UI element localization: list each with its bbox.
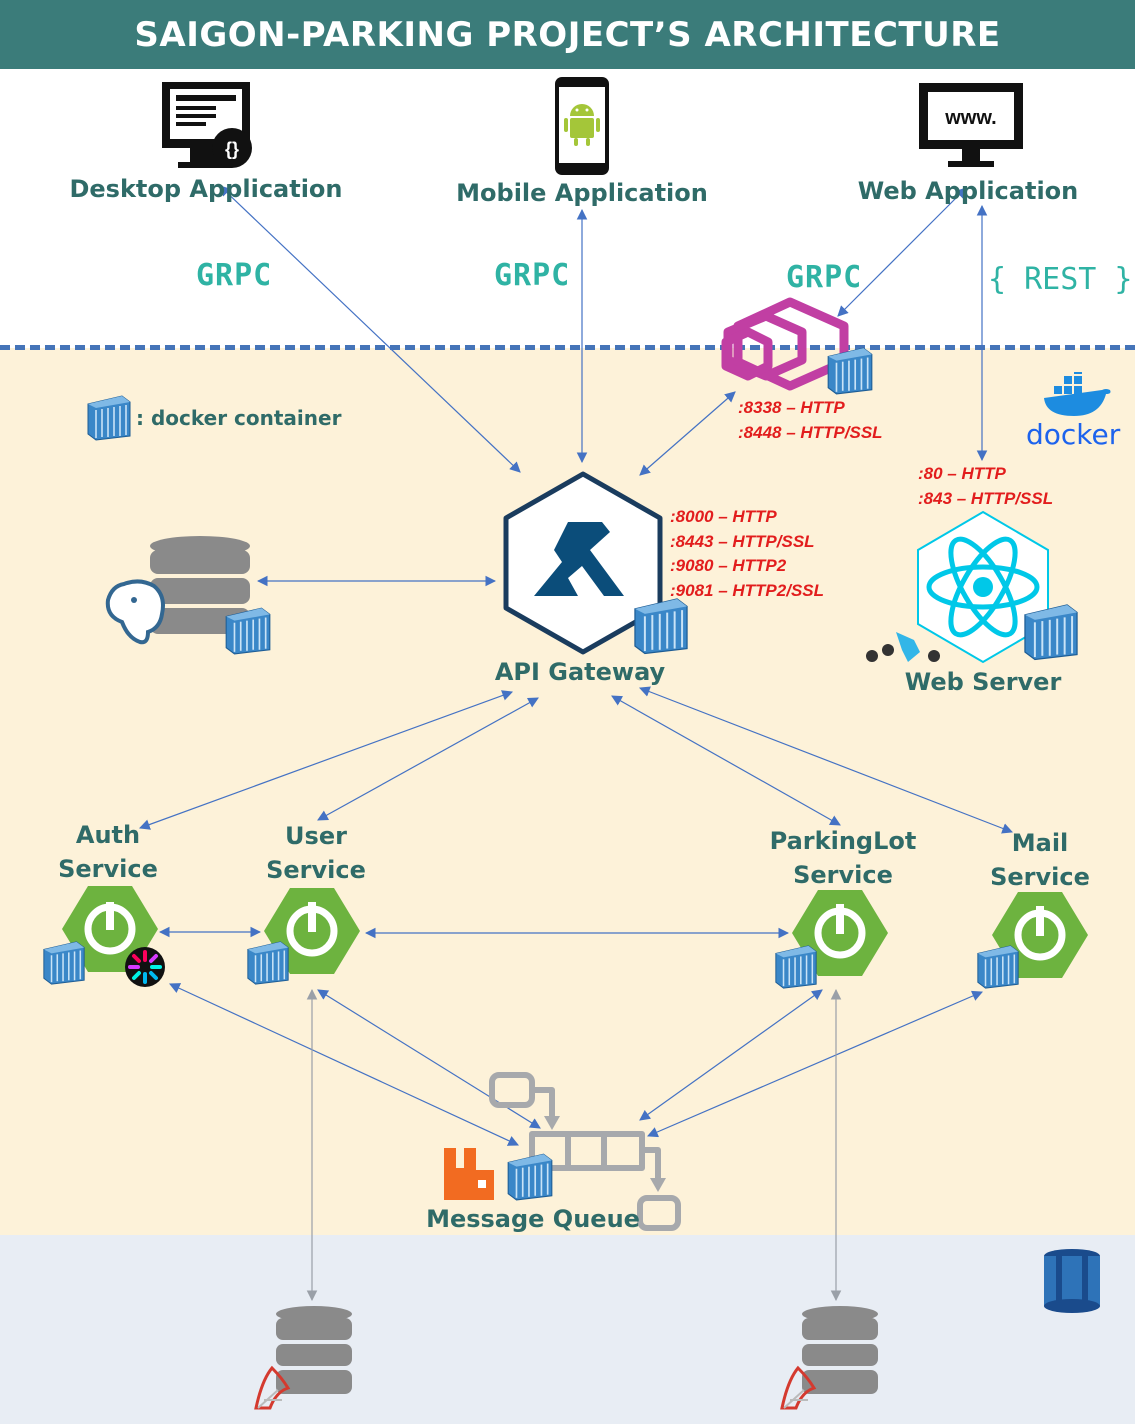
arrow-web-envoy (837, 187, 967, 317)
database-band (0, 1235, 1135, 1424)
svg-text:www.: www. (944, 107, 996, 129)
docker-whale-icon (1044, 372, 1111, 416)
postgres-docker-container-icon (225, 607, 271, 655)
auth-service-label-line2: Service (58, 855, 158, 883)
gateway-port-http: :8000 – HTTP (670, 507, 777, 526)
auth-service-label: Auth Service (38, 818, 178, 886)
legend-label: : docker container (136, 406, 342, 430)
gateway-docker-container-icon (634, 598, 688, 655)
jwt-token-icon (125, 947, 165, 987)
web-server-label: Web Server (904, 668, 1062, 696)
envoy-port-http: :8338 – HTTP (738, 398, 845, 417)
user-sqlserver-db-icon (254, 1306, 352, 1410)
mail-docker-container-icon (977, 945, 1019, 989)
grpc-logo-web: GRPC (786, 260, 863, 295)
rest-logo: { REST } (988, 262, 1133, 297)
parking-service-label-line1: ParkingLot (769, 827, 917, 855)
postgres-db-icon (105, 536, 250, 645)
auth-docker-container-icon (43, 941, 85, 985)
webserver-docker-container-icon (1024, 604, 1078, 661)
arrow-gateway-mail (638, 686, 1014, 834)
envoy-proxy-icon (721, 297, 849, 391)
parking-sqlserver-db-icon (780, 1306, 878, 1410)
react-icon (917, 510, 1049, 664)
mq-docker-container-icon (507, 1153, 553, 1201)
web-monitor-icon: www. (919, 83, 1023, 167)
arrow-gateway-auth (138, 690, 514, 830)
rabbitmq-icon (444, 1148, 494, 1200)
api-gateway-label: API Gateway (494, 658, 666, 686)
svg-text:{}: {} (225, 139, 239, 159)
docker-wordmark: docker (1026, 418, 1121, 451)
desktop-icon: {} (162, 82, 252, 168)
arrow-mail-mq (647, 990, 983, 1138)
kong-gateway-icon (503, 471, 663, 655)
auth-service-label-line1: Auth (75, 821, 141, 849)
envoy-ports: :8338 – HTTP :8448 – HTTP/SSL (738, 396, 883, 445)
user-service-label-line2: Service (266, 856, 366, 884)
webserver-ports: :80 – HTTP :843 – HTTP/SSL (918, 462, 1053, 511)
user-service-label-line1: User (285, 822, 347, 850)
mobile-app-label: Mobile Application (456, 179, 708, 207)
grpc-logo-desktop: GRPC (196, 258, 273, 293)
legend-docker-container-icon (87, 395, 131, 441)
arrow-gateway-parking (611, 695, 841, 826)
mobile-phone-icon (555, 77, 609, 175)
mail-service-label: Mail Service (970, 826, 1110, 894)
arrow-envoy-gateway (639, 391, 736, 476)
aws-rds-icon (1044, 1249, 1100, 1313)
message-queue-label: Message Queue (426, 1205, 640, 1233)
envoy-port-ssl: :8448 – HTTP/SSL (738, 422, 883, 442)
gateway-port-http2-ssl: :9081 – HTTP2/SSL (670, 580, 825, 600)
user-docker-container-icon (247, 941, 289, 985)
user-service-label: User Service (246, 819, 386, 887)
arrow-desktop-gateway (219, 185, 521, 473)
webserver-port-http: :80 – HTTP (918, 464, 1006, 483)
network-boundary-line (0, 345, 1135, 350)
parking-service-label: ParkingLot Service (764, 824, 922, 892)
mail-service-label-line1: Mail (1011, 829, 1069, 857)
web-app-label: Web Application (857, 177, 1079, 205)
gateway-port-http2: :9080 – HTTP2 (670, 556, 787, 575)
grpc-logo-mobile: GRPC (494, 258, 571, 293)
parking-docker-container-icon (775, 945, 817, 989)
nextjs-dots-icon (866, 632, 940, 662)
gateway-ports: :8000 – HTTP :8443 – HTTP/SSL :9080 – HT… (670, 505, 824, 603)
arrow-gateway-user (317, 697, 539, 821)
mail-service-label-line2: Service (990, 863, 1090, 891)
gateway-port-ssl: :8443 – HTTP/SSL (670, 531, 815, 551)
message-queue-diagram-icon (489, 1072, 681, 1231)
arrow-auth-mq (169, 983, 519, 1146)
webserver-port-ssl: :843 – HTTP/SSL (918, 488, 1054, 508)
desktop-app-label: Desktop Application (69, 175, 343, 203)
parking-service-label-line2: Service (793, 861, 893, 889)
page-title: SAIGON-PARKING PROJECT’S ARCHITECTURE (0, 0, 1135, 69)
envoy-docker-container-icon (827, 347, 873, 395)
